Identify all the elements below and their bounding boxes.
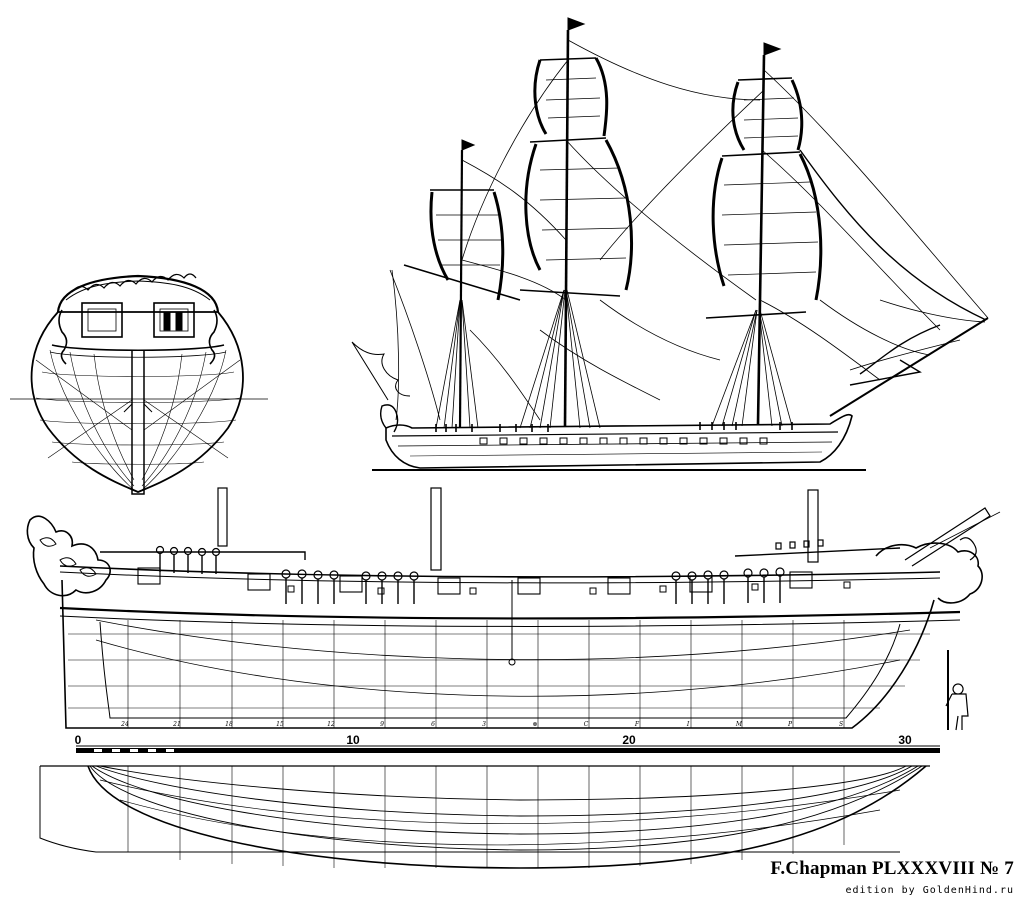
frame-label: 12	[327, 721, 335, 728]
frame-label: 15	[276, 721, 284, 728]
sheer-plan	[26, 487, 1001, 731]
scale-bar: 0 10 20 30	[75, 733, 940, 753]
frame-label: I	[686, 721, 690, 728]
sail-plan	[351, 17, 989, 471]
half-breadth-plan	[39, 765, 930, 869]
scale-label: 10	[346, 733, 360, 747]
frame-label: M	[735, 721, 743, 728]
frame-label: 18	[225, 721, 233, 728]
frame-label: 9	[380, 721, 384, 728]
frame-label: P	[787, 721, 793, 728]
scale-label: 0	[75, 733, 82, 747]
plate-title: F.Chapman PLXXXVIII № 7	[770, 858, 1014, 879]
edition-credit: edition by GoldenHind.ru	[845, 885, 1014, 896]
scale-label: 20	[622, 733, 636, 747]
frame-label: C	[584, 721, 589, 728]
frame-label: 6	[431, 721, 435, 728]
frame-label: ⊗	[532, 721, 537, 728]
scale-label: 30	[898, 733, 912, 747]
frame-labels: 24 21 18 15 12 9 6 3 ⊗ C F I M P S	[120, 721, 843, 728]
frame-label: 21	[172, 721, 181, 728]
frame-label: 24	[120, 721, 129, 728]
frame-label: S	[839, 721, 843, 728]
frame-label: 3	[482, 721, 486, 728]
stern-view	[10, 273, 268, 495]
frame-label: F	[634, 721, 640, 728]
